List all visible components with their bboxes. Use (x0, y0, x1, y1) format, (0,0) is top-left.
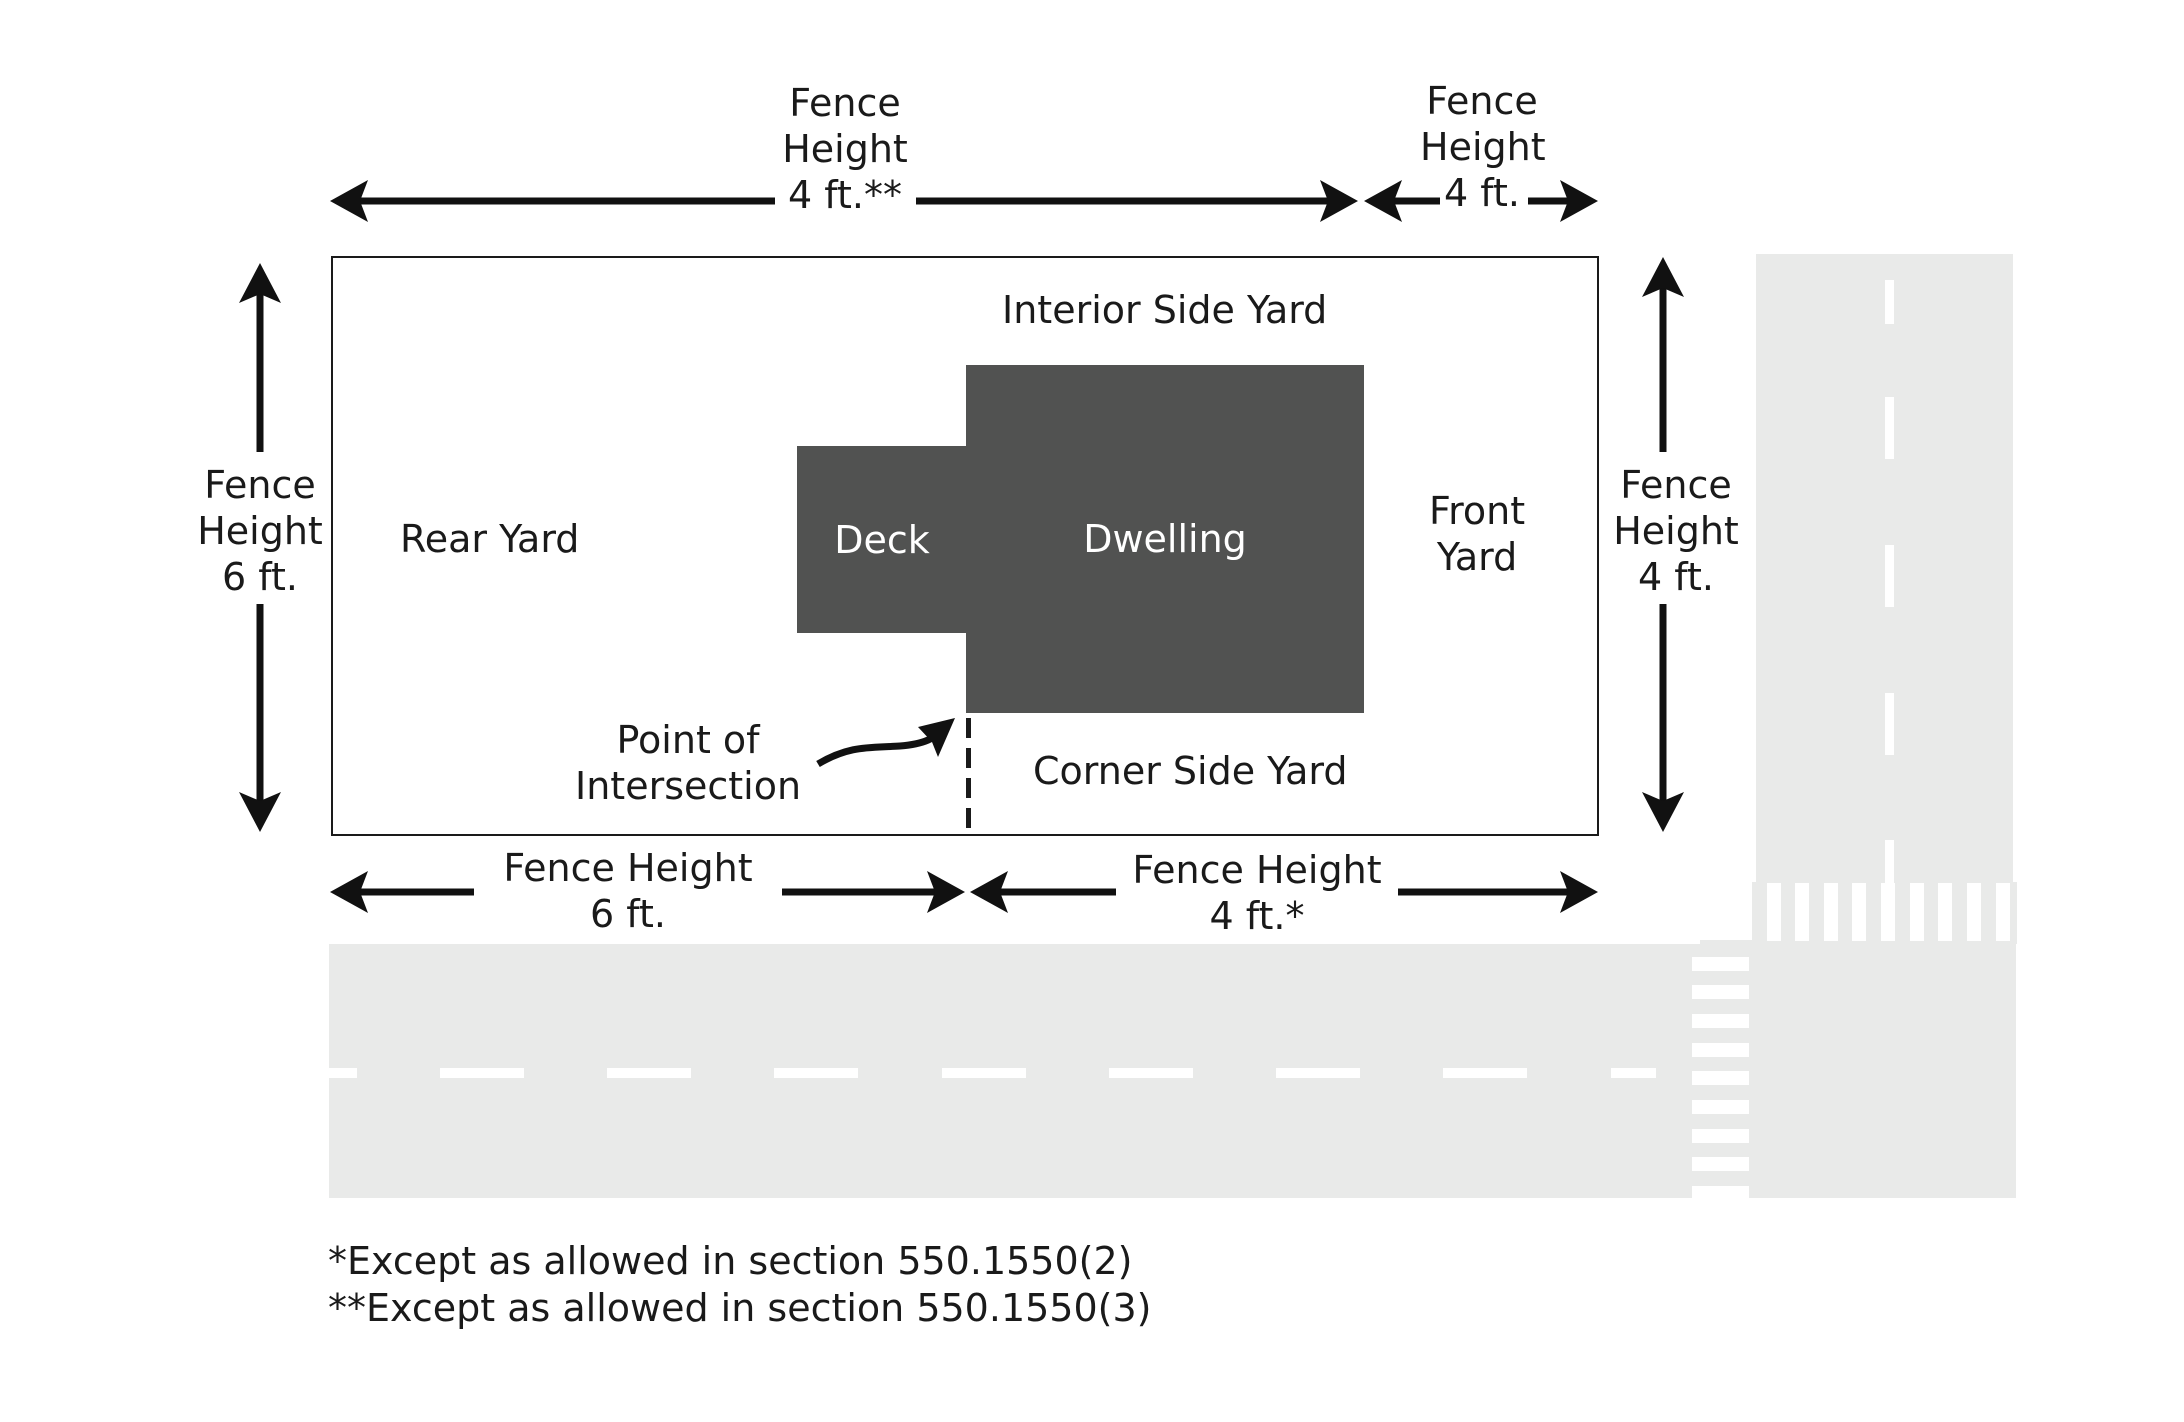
lane-dash (774, 1068, 858, 1078)
dwelling: Dwelling (966, 365, 1364, 713)
top-left-arrow (330, 180, 1358, 222)
crosswalk-stripe (1910, 883, 1924, 941)
crosswalk-stripe (1692, 1157, 1749, 1171)
lane-dash (1885, 545, 1894, 607)
crosswalk-stripe (1824, 883, 1838, 941)
crosswalk-stripe (1692, 1186, 1749, 1198)
point-of-intersection-label: Point of Intersection (575, 718, 802, 808)
deck: Deck (797, 446, 967, 633)
lane-dash (1885, 280, 1894, 324)
right-vertical-arrow (1642, 257, 1684, 832)
footnote-1: *Except as allowed in section 550.1550(2… (328, 1239, 1133, 1283)
crosswalk-stripe (1692, 1043, 1749, 1057)
crosswalk-stripe (1692, 957, 1749, 971)
crosswalk-stripe (1795, 883, 1809, 941)
fence-label-right: Fence Height 4 ft. (1613, 463, 1739, 599)
rear-yard-label: Rear Yard (400, 517, 580, 561)
left-vertical-arrow (239, 263, 281, 832)
lane-dash (942, 1068, 1026, 1078)
fence-label-bottom-right: Fence Height 4 ft.* (1132, 848, 1382, 938)
fence-label-top-right: Fence Height 4 ft. (1420, 79, 1546, 215)
crosswalk-stripe (1967, 883, 1981, 941)
lane-dash (1885, 693, 1894, 755)
lane-dash (329, 1068, 357, 1078)
top-right-arrow (1364, 180, 1598, 222)
crosswalk-stripe (1996, 883, 2010, 941)
crosswalk-stripe (1692, 1129, 1749, 1143)
fence-label-top-left: Fence Height 4 ft.** (782, 81, 908, 217)
front-yard-label: Front Yard (1429, 489, 1526, 579)
deck-label: Deck (834, 517, 930, 562)
intersection-dashed-line (966, 718, 971, 836)
crosswalk-stripe (1852, 883, 1866, 941)
crosswalk-stripe (1881, 883, 1895, 941)
lane-dash (1611, 1068, 1656, 1078)
fence-label-left: Fence Height 6 ft. (197, 463, 323, 599)
corner-side-yard-label: Corner Side Yard (1033, 749, 1348, 793)
crosswalk-horizontal-band (1700, 940, 1752, 1198)
lane-dash (1109, 1068, 1193, 1078)
intersection-box (1750, 944, 2016, 1198)
lane-dash (440, 1068, 524, 1078)
bottom-left-arrow (330, 871, 965, 913)
crosswalk-stripe (1692, 985, 1749, 999)
crosswalk-stripe (1692, 1100, 1749, 1114)
interior-side-yard-label: Interior Side Yard (1002, 288, 1328, 332)
footnote-2: **Except as allowed in section 550.1550(… (328, 1286, 1152, 1330)
lane-dash (1885, 397, 1894, 459)
lane-dash (607, 1068, 691, 1078)
crosswalk-stripe (1938, 883, 1952, 941)
crosswalk-stripe (1692, 1071, 1749, 1085)
lane-dash (1885, 840, 1894, 884)
lane-dash (1276, 1068, 1360, 1078)
bottom-right-arrow (970, 871, 1598, 913)
crosswalk-stripe (1767, 883, 1781, 941)
lane-dash (1443, 1068, 1527, 1078)
dwelling-label: Dwelling (1083, 517, 1247, 561)
side-street (1756, 254, 2013, 884)
crosswalk-stripe (1692, 1014, 1749, 1028)
fence-label-bottom-left: Fence Height 6 ft. (503, 846, 753, 936)
